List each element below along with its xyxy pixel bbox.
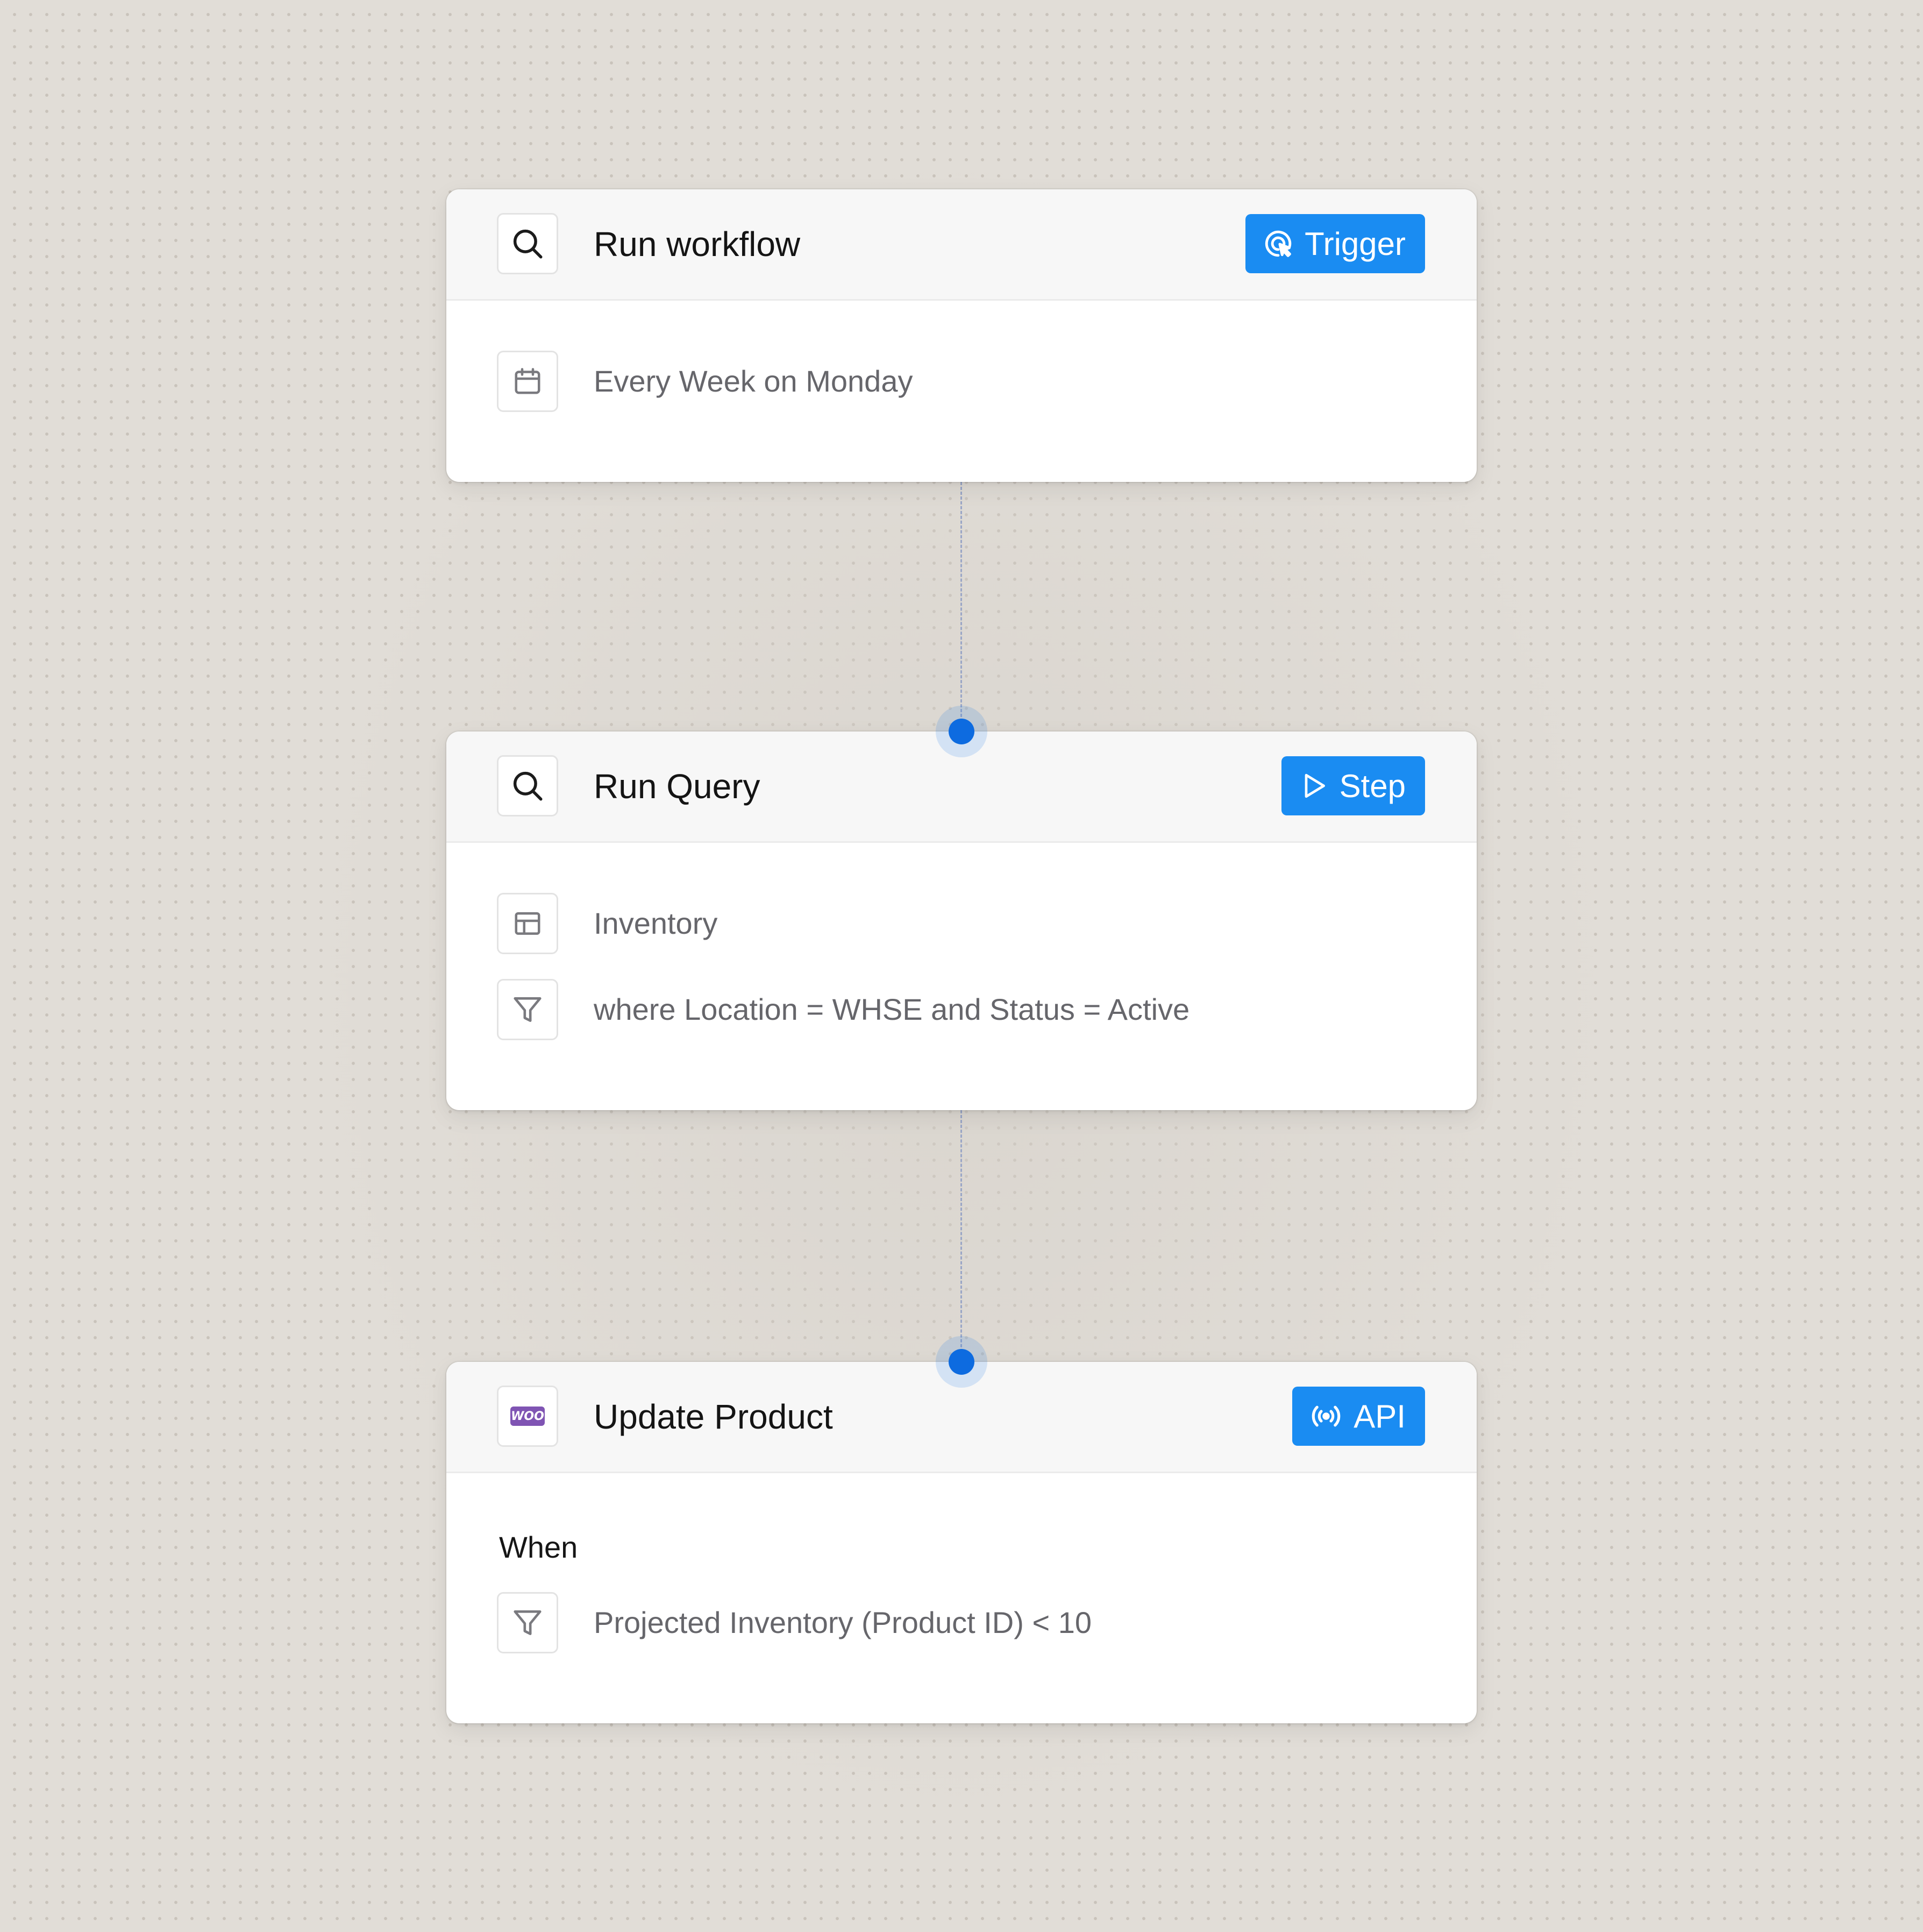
connection-port[interactable] <box>936 706 987 757</box>
card-header: Run Query Step <box>446 731 1477 843</box>
badge-label: Trigger <box>1305 225 1406 262</box>
schedule-text: Every Week on Monday <box>594 364 913 398</box>
condition-text: Projected Inventory (Product ID) < 10 <box>594 1606 1092 1639</box>
broadcast-icon <box>1309 1400 1343 1433</box>
schedule-row: Every Week on Monday <box>497 351 1434 412</box>
filter-text: where Location = WHSE and Status = Activ… <box>594 992 1190 1026</box>
trigger-badge[interactable]: Trigger <box>1245 214 1425 273</box>
badge-label: API <box>1354 1398 1406 1434</box>
filter-row: where Location = WHSE and Status = Activ… <box>497 979 1434 1040</box>
api-badge[interactable]: API <box>1292 1387 1425 1446</box>
card-title: Run workflow <box>594 225 801 264</box>
card-header: Run workflow Trigger <box>446 189 1477 301</box>
step-badge[interactable]: Step <box>1281 756 1425 815</box>
woocommerce-logo: WOO <box>510 1407 545 1426</box>
source-text: Inventory <box>594 906 718 940</box>
connector-line <box>960 482 962 731</box>
badge-label: Step <box>1339 768 1406 804</box>
card-header: WOO Update Product API <box>446 1362 1477 1473</box>
source-row: Inventory <box>497 893 1434 954</box>
table-icon <box>497 893 558 954</box>
query-card[interactable]: Run Query Step Inventory where Locati <box>446 731 1477 1110</box>
connection-port[interactable] <box>936 1336 987 1388</box>
port-dot <box>949 1349 974 1375</box>
update-card[interactable]: WOO Update Product API When Projected In… <box>446 1362 1477 1723</box>
condition-row: Projected Inventory (Product ID) < 10 <box>497 1592 1434 1653</box>
calendar-icon <box>497 351 558 412</box>
filter-icon <box>497 1592 558 1653</box>
trigger-icon <box>1263 228 1294 259</box>
card-title: Run Query <box>594 767 760 806</box>
search-icon <box>497 213 558 274</box>
connector-line <box>960 1110 962 1362</box>
trigger-card[interactable]: Run workflow Trigger Every Week on Monda… <box>446 189 1477 482</box>
section-label: When <box>499 1530 578 1564</box>
woocommerce-logo-icon: WOO <box>497 1386 558 1447</box>
search-icon <box>497 755 558 816</box>
card-title: Update Product <box>594 1397 833 1436</box>
port-dot <box>949 719 974 744</box>
play-icon <box>1299 771 1329 801</box>
filter-icon <box>497 979 558 1040</box>
